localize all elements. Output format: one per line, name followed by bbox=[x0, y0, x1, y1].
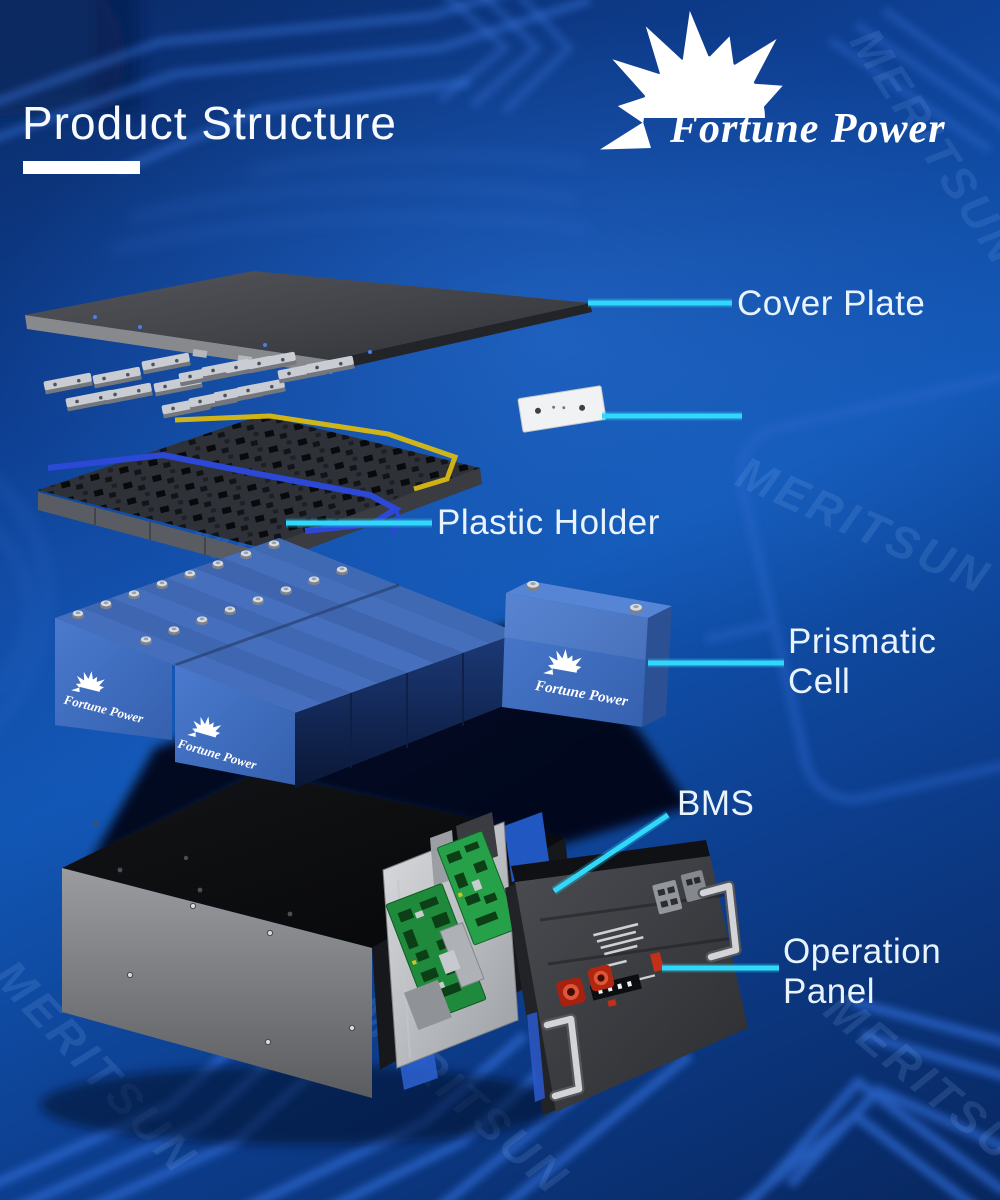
plastic-holder-label: Plastic Holder bbox=[437, 503, 660, 542]
chip-pad-outline bbox=[704, 368, 1000, 805]
brand-logo: Fortune Power bbox=[600, 10, 1000, 160]
panel-red-connector bbox=[587, 964, 615, 992]
bms-graphic bbox=[382, 812, 550, 1090]
operation-panel-label-line2: Panel bbox=[783, 972, 876, 1011]
bms-callout-line bbox=[552, 812, 670, 894]
trace-group-topright bbox=[437, 0, 1000, 154]
panel-handle bbox=[697, 880, 742, 963]
prismatic-cell-graphic: Fortune Power bbox=[502, 580, 672, 727]
busbars-graphic bbox=[43, 351, 607, 433]
bms-pcb-small bbox=[437, 830, 519, 946]
bms-label: BMS bbox=[677, 784, 755, 823]
panel-handle bbox=[541, 1013, 585, 1102]
page-title: Product Structure bbox=[22, 97, 397, 149]
panel-switch bbox=[649, 952, 665, 972]
prismatic-cell-label: Prismatic Cell bbox=[788, 622, 936, 702]
panel-red-connector bbox=[556, 977, 586, 1007]
yellow-wire bbox=[174, 413, 459, 492]
operation-panel-label: Operation Panel bbox=[783, 932, 941, 1012]
callout-lines bbox=[286, 298, 784, 973]
cover-plate-label: Cover Plate bbox=[737, 284, 926, 323]
sun-logo-icon bbox=[600, 10, 783, 150]
prismatic-cell-label-line1: Prismatic bbox=[788, 622, 937, 661]
operation-panel-graphic bbox=[505, 840, 748, 1115]
panel-terminal-block bbox=[652, 880, 683, 915]
trace-group-contours bbox=[0, 151, 591, 725]
title-underline bbox=[23, 161, 140, 174]
white-busbar bbox=[517, 385, 607, 433]
cover-plate-graphic bbox=[25, 271, 592, 374]
cell-pack-graphic: Fortune Power Fortune Power bbox=[55, 538, 519, 788]
prismatic-cell-label-line2: Cell bbox=[788, 662, 851, 701]
panel-silkscreen-text bbox=[593, 922, 656, 984]
operation-panel-label-line1: Operation bbox=[783, 932, 942, 971]
plastic-holder-graphic bbox=[38, 413, 482, 568]
brand-name: Fortune Power bbox=[670, 106, 946, 152]
